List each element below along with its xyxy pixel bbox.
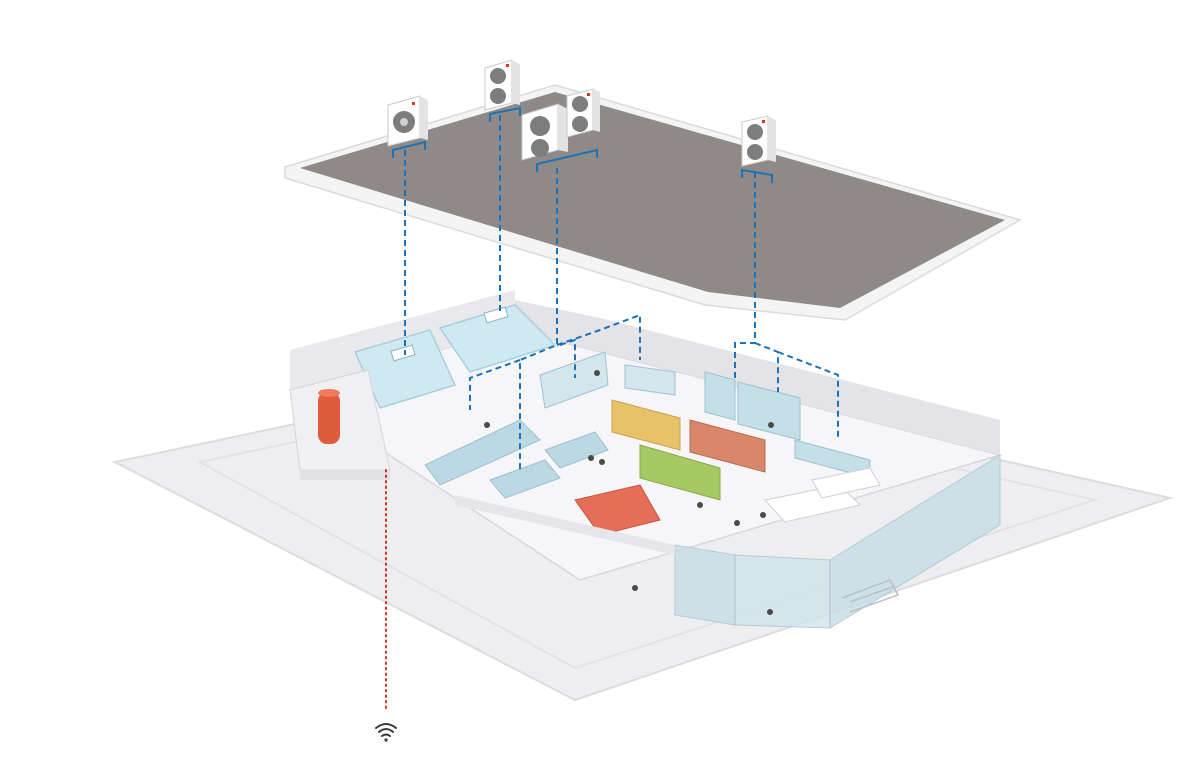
person: [767, 609, 773, 615]
bracket-unit-5: [741, 168, 773, 183]
chiller-counter-right: [544, 431, 609, 469]
technical-room: [289, 369, 391, 471]
glass-front-left: [674, 544, 736, 626]
cold-rooms: [353, 304, 557, 409]
line-unit-3-branch-b: [469, 359, 521, 410]
fan-icon: [531, 139, 549, 157]
front-walls: [300, 470, 675, 555]
right-back-wall: [515, 300, 1000, 455]
evaporator-left: [390, 344, 416, 362]
outdoor-units: [387, 59, 776, 167]
front-wall-mid: [455, 495, 675, 555]
shelf-aisle-1: [611, 399, 681, 451]
fan-icon: [747, 144, 763, 160]
bracket-unit-2: [489, 106, 521, 122]
wifi-icon: [375, 723, 397, 742]
person: [594, 370, 600, 376]
line-unit-5: [734, 172, 756, 378]
chiller-counter-left: [424, 419, 541, 486]
fan-icon: [572, 96, 588, 112]
roof-brackets: [392, 106, 773, 183]
person: [697, 502, 703, 508]
glass-entrance: [734, 554, 831, 629]
person: [588, 455, 594, 461]
line-unit-3-branch-c: [559, 338, 576, 378]
fan-icon: [490, 68, 506, 84]
fan-icon: [530, 116, 550, 136]
wall-chiller-2: [624, 364, 676, 396]
outdoor-unit-1: [387, 95, 428, 147]
shelf-aisle-2: [639, 444, 721, 501]
person: [734, 520, 740, 526]
shelf-aisle-3: [689, 419, 766, 473]
outdoor-unit-5: [741, 115, 776, 167]
service-counter: [811, 467, 881, 499]
person: [632, 585, 638, 591]
freezer-2: [737, 381, 801, 441]
evaporator-right: [483, 306, 509, 324]
fan-icon: [747, 124, 763, 140]
person: [599, 459, 605, 465]
fan-icon: [490, 88, 506, 104]
glass-facade: [674, 454, 1001, 629]
bracket-unit-3: [536, 148, 598, 172]
roof-slab: [284, 84, 1022, 321]
store-fixtures: [424, 351, 881, 536]
refrigerant-lines: [404, 115, 839, 470]
line-unit-5-branch-b: [777, 351, 839, 440]
outdoor-unit-3: [521, 103, 568, 161]
line-unit-3: [519, 168, 558, 470]
fan-icon: [572, 116, 588, 132]
person: [768, 422, 774, 428]
person: [484, 422, 490, 428]
outdoor-unit-4: [566, 88, 600, 138]
people: [484, 370, 774, 615]
person: [760, 512, 766, 518]
bracket-unit-1: [392, 140, 426, 158]
produce-stand: [574, 484, 661, 536]
outdoor-unit-2: [484, 59, 520, 111]
glass-front-right: [829, 454, 1001, 629]
boiler-top: [318, 389, 340, 397]
boiler: [318, 392, 340, 444]
line-unit-3-branch-a: [556, 313, 641, 360]
roof-top: [300, 92, 1005, 308]
front-wall-left: [300, 470, 390, 480]
chiller-counter-mid: [489, 459, 561, 499]
wall-chiller-1: [539, 351, 609, 409]
shopping-carts: [841, 579, 900, 613]
freezer-1: [704, 371, 736, 421]
